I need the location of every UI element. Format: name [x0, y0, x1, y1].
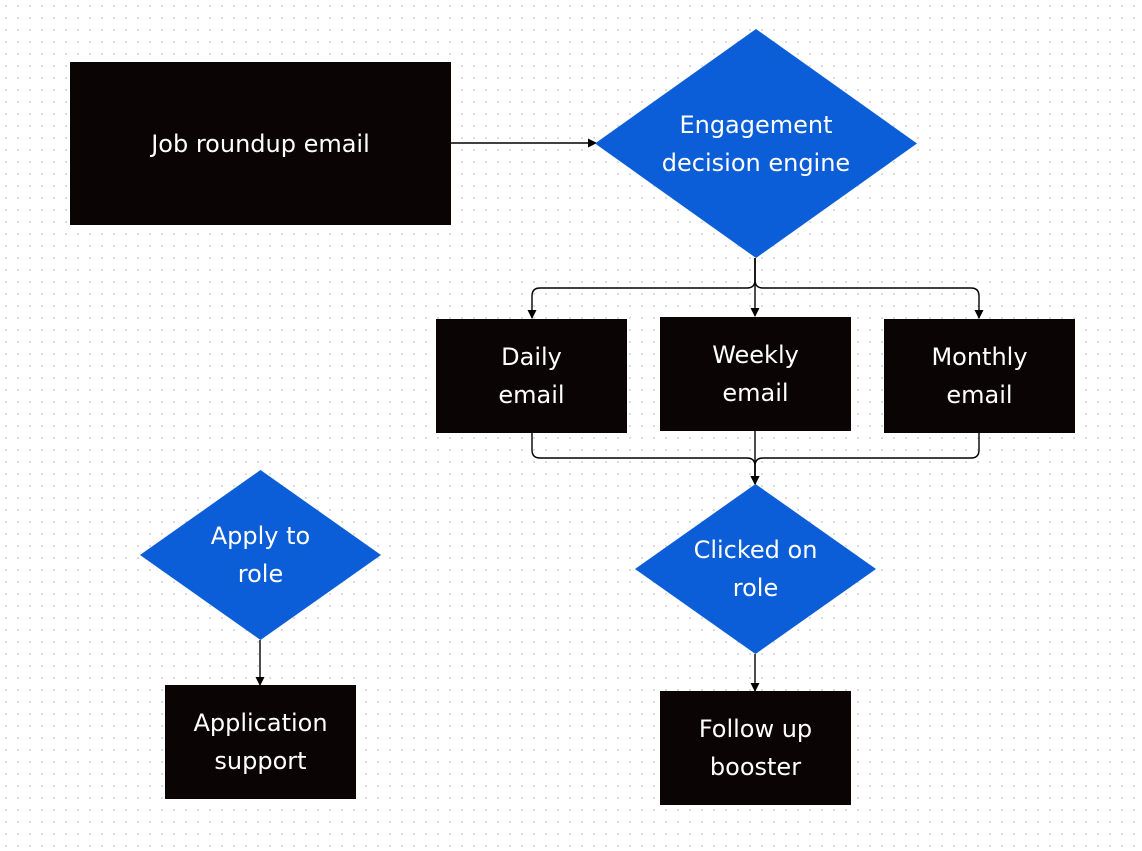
node-label: Engagement decision engine	[661, 110, 851, 177]
diamond-shape	[595, 29, 917, 258]
node-weekly-email[interactable]: Weekly email	[660, 317, 851, 431]
node-apply-to-role[interactable]: Apply to role	[140, 470, 381, 640]
node-label: Apply to role	[210, 522, 311, 588]
connector-daily-to-clicked	[531, 433, 760, 485]
node-job-roundup-email[interactable]: Job roundup email	[70, 62, 451, 225]
connector-monthly-to-clicked	[750, 433, 980, 485]
node-engagement-decision-engine[interactable]: Engagement decision engine	[595, 29, 917, 258]
node-application-support[interactable]: Application support	[165, 685, 356, 799]
node-daily-email[interactable]: Daily email	[436, 319, 627, 433]
connector-engine-to-monthly	[754, 258, 984, 319]
node-label: Clicked on role	[693, 536, 818, 602]
node-clicked-on-role[interactable]: Clicked on role	[635, 484, 876, 654]
node-monthly-email[interactable]: Monthly email	[884, 319, 1075, 433]
diamond-shape	[635, 484, 876, 654]
connector-engine-to-daily	[527, 258, 756, 319]
node-follow-up-booster[interactable]: Follow up booster	[660, 691, 851, 805]
diamond-shape	[140, 470, 381, 640]
